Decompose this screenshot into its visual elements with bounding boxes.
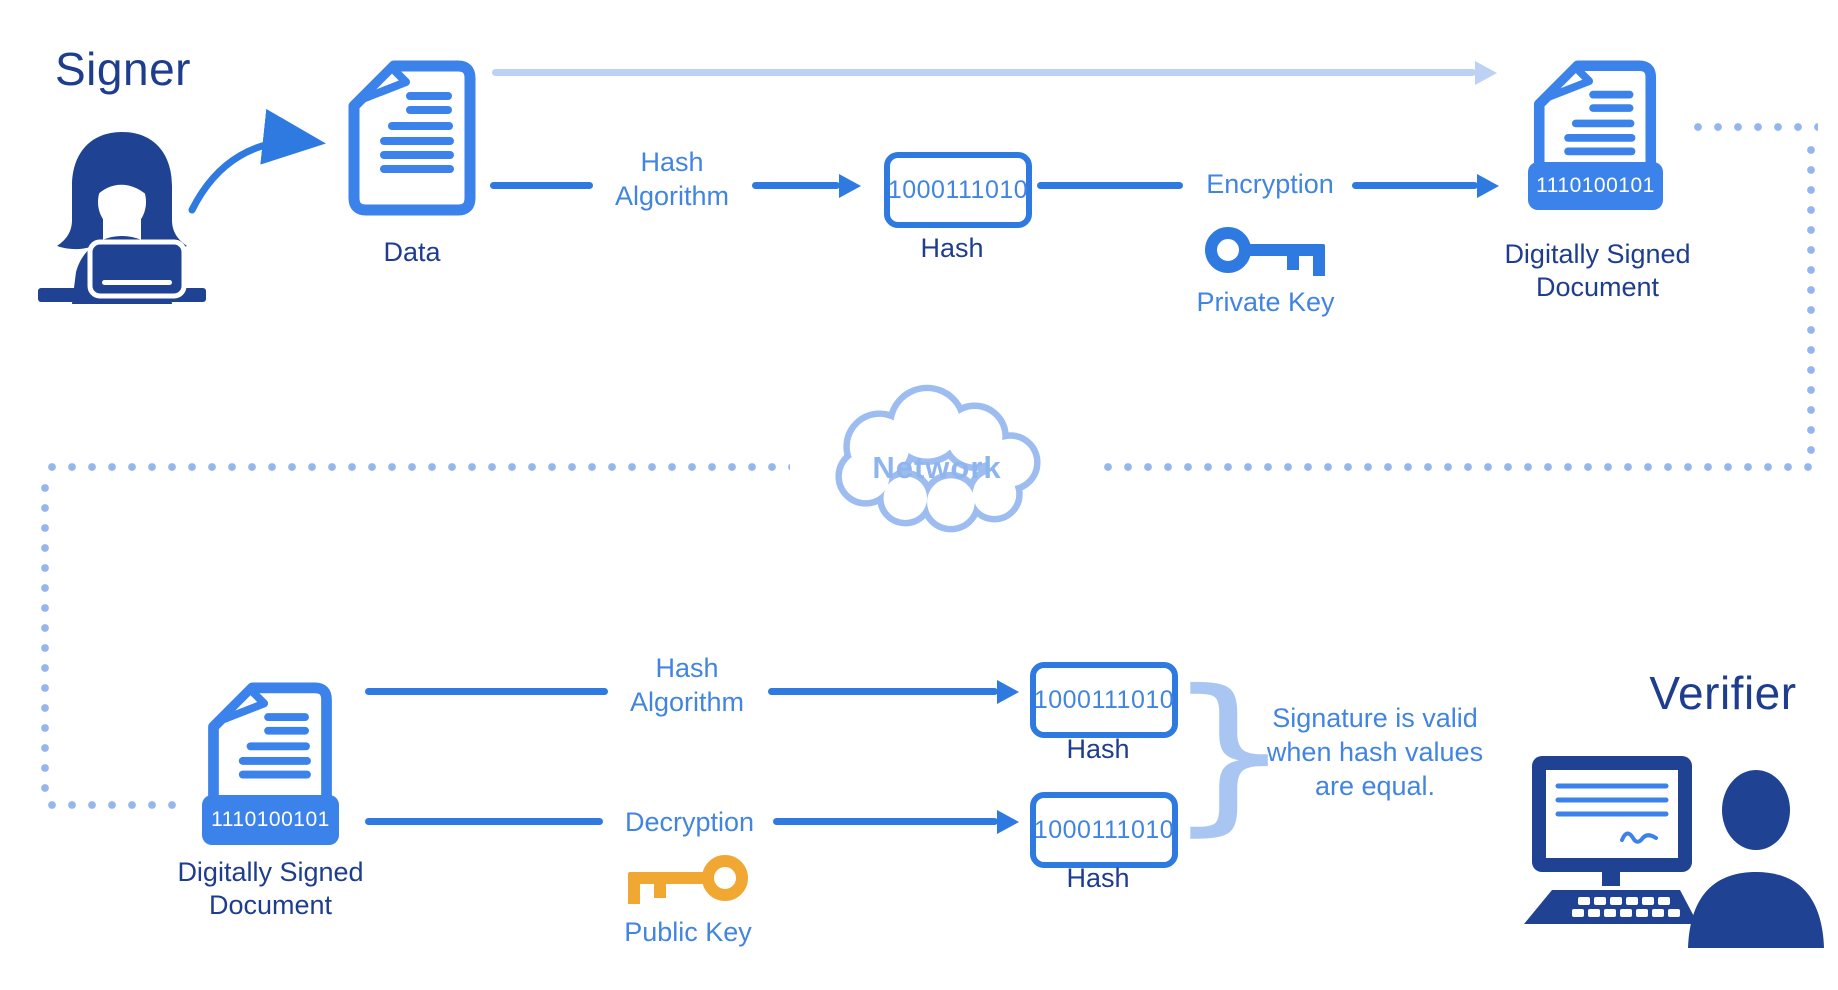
flow-arrow bbox=[773, 818, 998, 825]
data-copy-arrow bbox=[492, 69, 1476, 76]
hash-value-bottom-1: 1000111010 bbox=[1033, 685, 1175, 714]
comparison-brace: } bbox=[1165, 654, 1293, 852]
decryption-label: Decryption bbox=[624, 807, 755, 837]
flow-line bbox=[490, 182, 593, 189]
hash-label-top: Hash bbox=[920, 233, 984, 263]
flow-arrow bbox=[768, 688, 998, 695]
private-key-icon bbox=[1203, 220, 1327, 280]
flow-line bbox=[365, 818, 603, 825]
hash-label-bottom-2: Hash bbox=[1066, 863, 1130, 893]
data-label: Data bbox=[383, 237, 441, 267]
verifier-person-icon bbox=[1518, 748, 1830, 948]
network-label: Network bbox=[872, 450, 1002, 485]
public-key-label: Public Key bbox=[624, 917, 752, 947]
signed-document-label-bottom: Digitally Signed Document bbox=[177, 857, 364, 920]
signer-to-data-arrow bbox=[186, 108, 336, 217]
hash-label-bottom-1: Hash bbox=[1066, 734, 1130, 764]
dotted-path-bottom-left bbox=[42, 800, 187, 810]
private-key-label: Private Key bbox=[1196, 287, 1335, 317]
signed-document-value-top: 1110100101 bbox=[1536, 174, 1655, 197]
signed-document-badge-bottom: 1110100101 bbox=[202, 795, 339, 845]
hash-algorithm-label-bottom: Hash Algorithm bbox=[629, 653, 745, 717]
hash-box-bottom-1: 1000111010 bbox=[1030, 662, 1178, 738]
hash-value-top: 1000111010 bbox=[887, 175, 1029, 204]
verifier-title: Verifier bbox=[1649, 667, 1797, 719]
validity-note: Signature is valid when hash values are … bbox=[1266, 703, 1484, 801]
encryption-label: Encryption bbox=[1206, 169, 1334, 199]
hash-value-bottom-2: 1000111010 bbox=[1033, 815, 1175, 844]
dotted-path-right-vertical bbox=[1806, 140, 1816, 462]
dotted-path-right-middle bbox=[1098, 462, 1814, 472]
public-key-icon bbox=[626, 848, 750, 908]
dotted-path-left-middle bbox=[42, 462, 790, 472]
flow-arrow bbox=[1352, 182, 1478, 189]
signed-document-badge-top: 1110100101 bbox=[1528, 162, 1663, 210]
hash-box-bottom-2: 1000111010 bbox=[1030, 792, 1178, 868]
dotted-path-left-vertical bbox=[40, 478, 50, 800]
network-cloud-icon bbox=[828, 383, 1046, 541]
flow-line bbox=[365, 688, 608, 695]
hash-box-top: 1000111010 bbox=[884, 152, 1032, 228]
dotted-path-right-top bbox=[1688, 122, 1818, 132]
signed-document-value-bottom: 1110100101 bbox=[211, 808, 330, 831]
data-document-icon bbox=[348, 60, 476, 216]
signer-person-icon bbox=[36, 128, 208, 304]
flow-line bbox=[1037, 182, 1183, 189]
signed-document-label-top: Digitally Signed Document bbox=[1504, 239, 1691, 302]
signer-title: Signer bbox=[55, 43, 191, 95]
hash-algorithm-label-top: Hash Algorithm bbox=[614, 147, 730, 211]
flow-arrow bbox=[752, 182, 840, 189]
signed-document-icon-top: 1110100101 bbox=[1528, 60, 1663, 215]
signed-document-icon-bottom: 1110100101 bbox=[202, 682, 339, 850]
